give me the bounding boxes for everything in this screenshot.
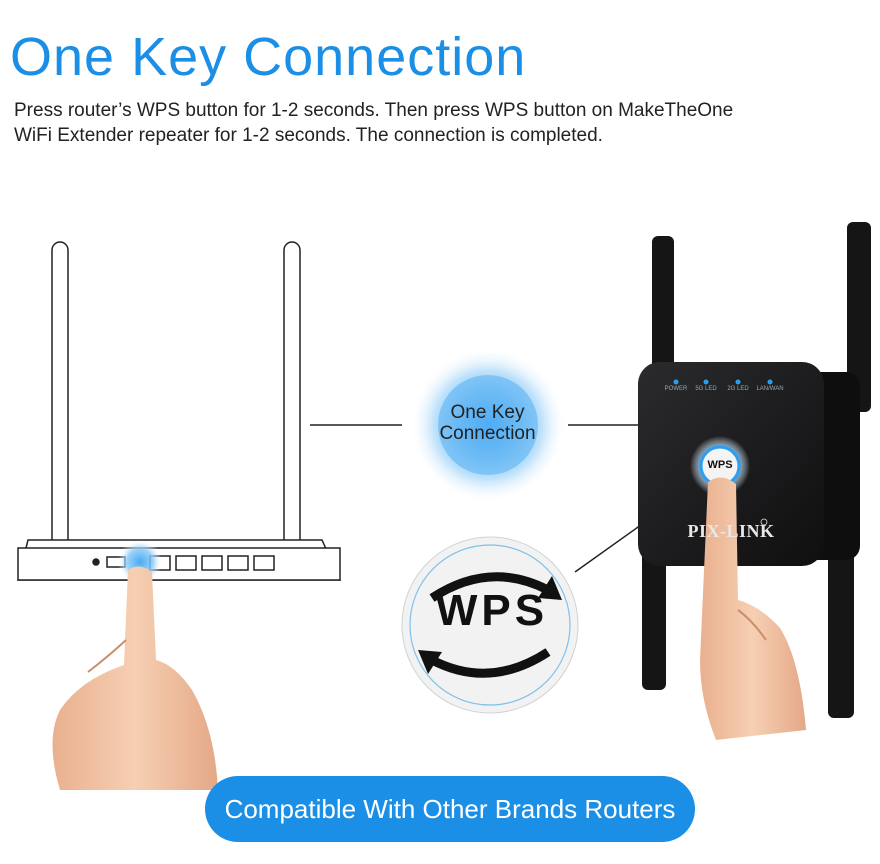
wps-arrow-bottom — [429, 648, 551, 678]
router-lan-port-3 — [201, 555, 223, 571]
router-lan-port-4 — [227, 555, 249, 571]
led-label-lan-wan: LAN/WAN — [756, 386, 784, 392]
router-lan-port-2 — [175, 555, 197, 571]
led-2g — [735, 379, 741, 385]
extender-wps-label: WPS — [707, 459, 733, 471]
router-reset-hole — [92, 558, 100, 566]
left-hand — [52, 566, 218, 790]
wps-arrowhead-bottom — [418, 650, 442, 674]
connection-bubble-core — [438, 375, 538, 475]
connection-bubble-label: One Key Connection — [410, 402, 565, 444]
router-antenna-left — [51, 241, 69, 561]
led-label-2g: 2G LED — [727, 386, 749, 392]
led-power — [673, 379, 679, 385]
led-label-power: POWER — [664, 386, 688, 392]
wps-badge-ring — [409, 544, 571, 706]
extender-device — [638, 222, 871, 718]
led-5g — [703, 379, 709, 385]
instructions-line-1: Press router’s WPS button for 1-2 second… — [14, 100, 734, 121]
extender-antenna-top-left — [652, 236, 674, 394]
instructions-line-2: WiFi Extender repeater for 1-2 seconds. … — [14, 125, 603, 146]
wps-arrowhead-top — [538, 576, 562, 600]
wps-badge-label: WPS — [435, 586, 549, 635]
wps-arrow-top — [429, 572, 551, 602]
compatibility-banner-text: Compatible With Other Brands Routers — [224, 793, 676, 824]
extender-brand-logo: PIX-LINK — [687, 521, 775, 541]
led-label-5g: 5G LED — [695, 386, 717, 392]
led-lan-wan — [767, 379, 773, 385]
router-body — [17, 547, 341, 581]
right-hand — [700, 477, 806, 740]
extender-antenna-top-right — [847, 222, 871, 412]
router-drawing — [17, 241, 342, 581]
compatibility-banner: Compatible With Other Brands Routers — [205, 776, 695, 842]
router-antenna-right — [283, 241, 301, 577]
instructions-text: Press router’s WPS button for 1-2 second… — [14, 98, 834, 148]
connection-bubble-line-1: One Key — [450, 402, 525, 423]
connection-bubble-line-2: Connection — [439, 423, 536, 444]
page-title: One Key Connection — [10, 27, 527, 87]
extender-antenna-bottom-right — [828, 530, 854, 718]
router-lan-port-5 — [253, 555, 275, 571]
